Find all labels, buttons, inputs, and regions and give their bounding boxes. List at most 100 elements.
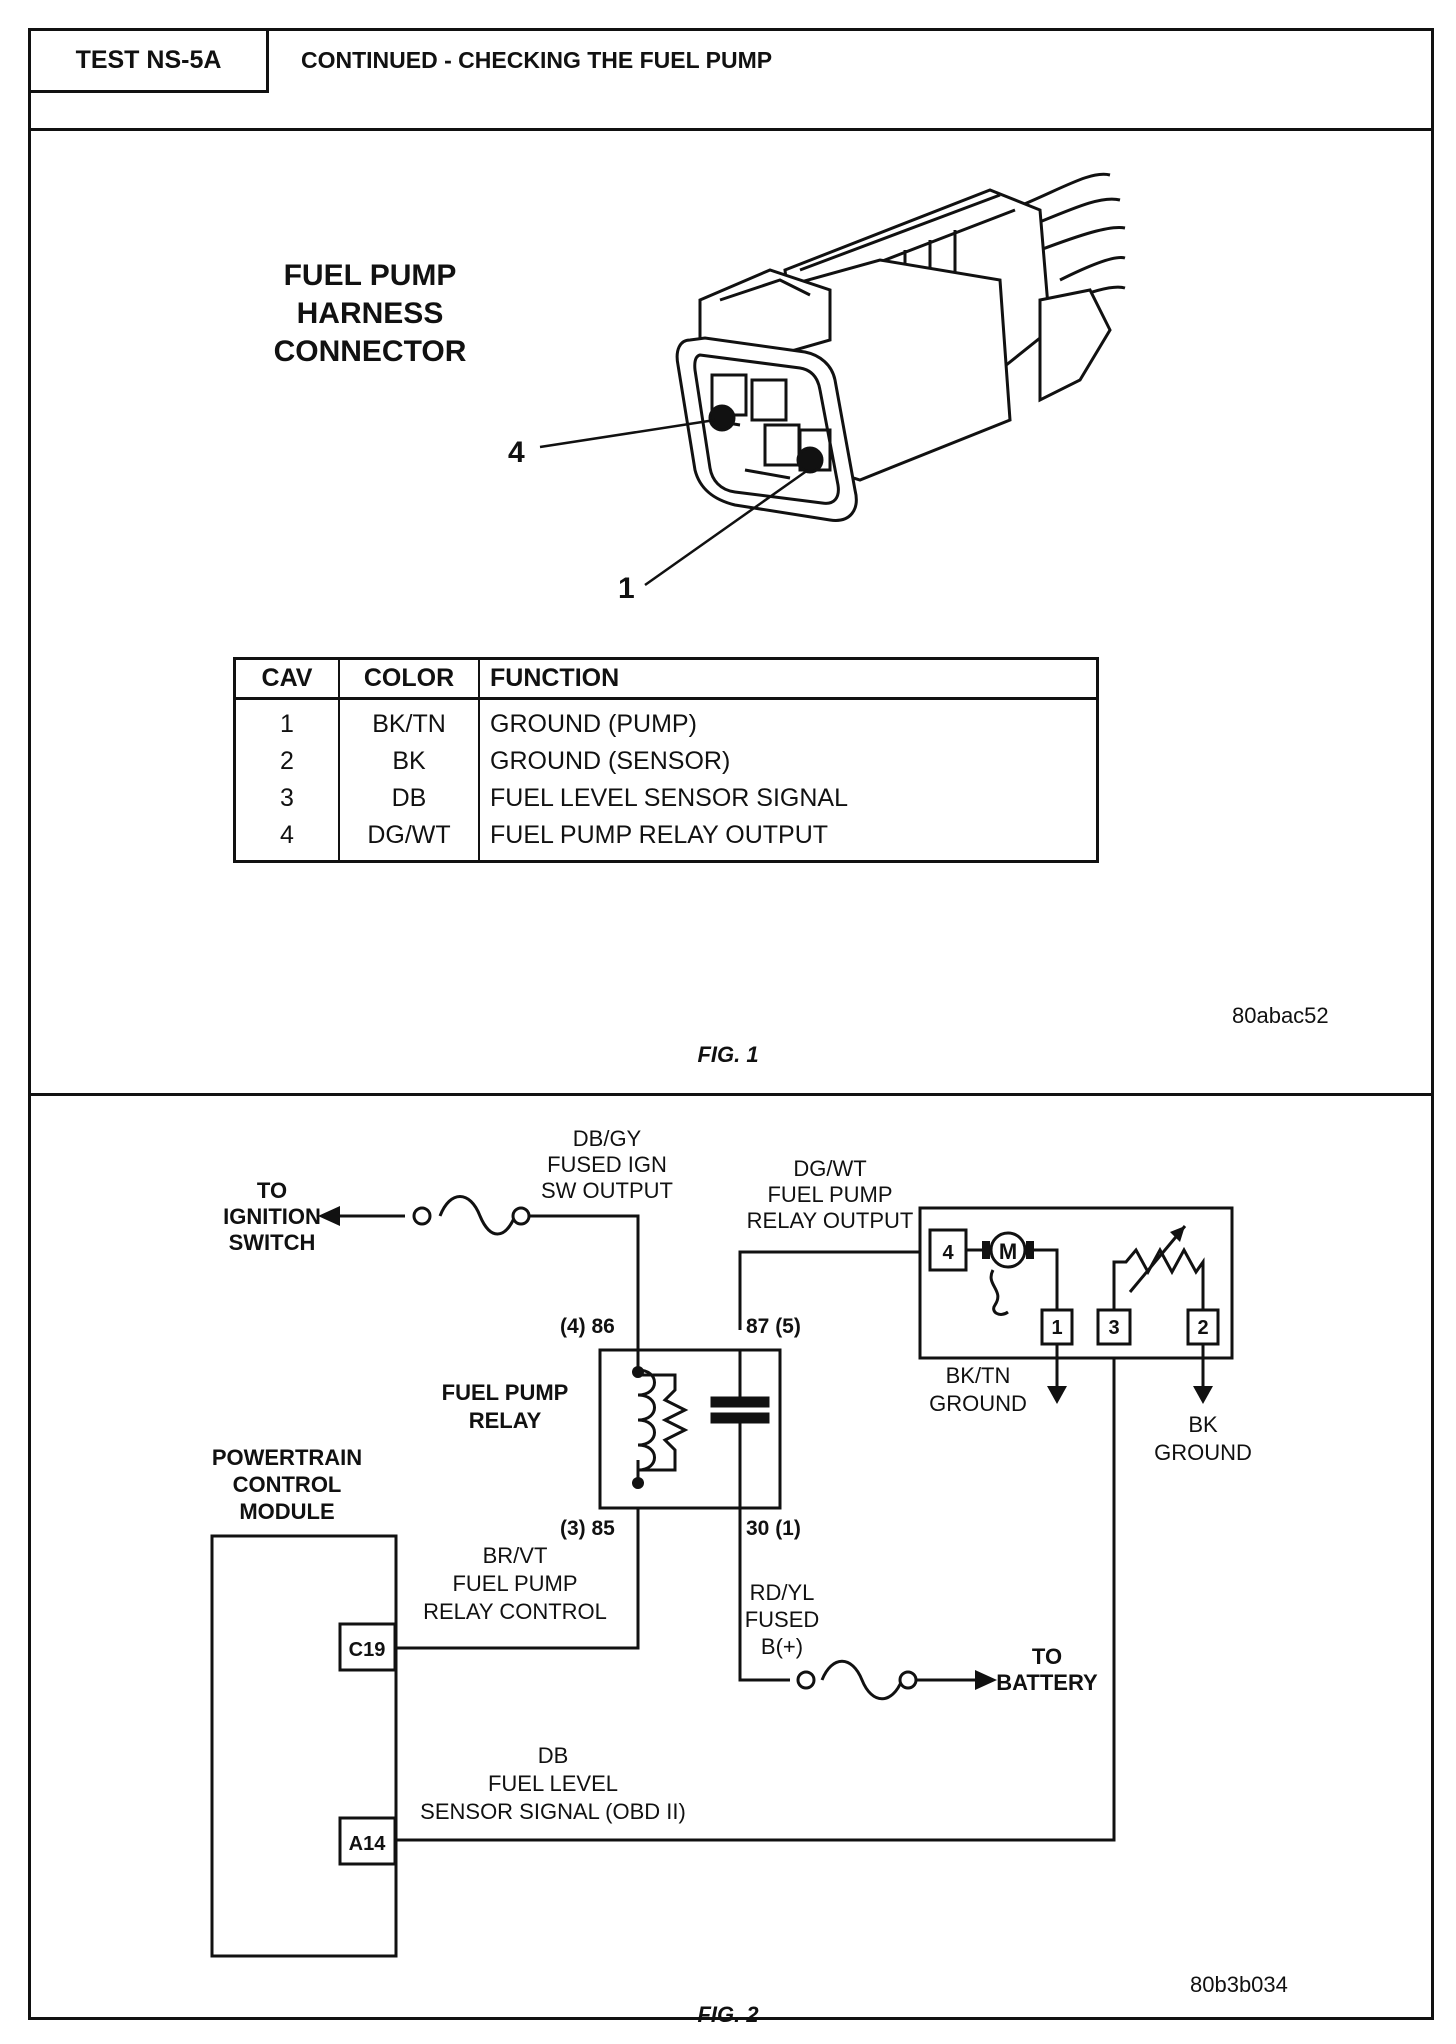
svg-text:BK: BK: [1188, 1412, 1218, 1437]
callout-1: 1: [618, 572, 635, 605]
col-header-color: COLOR: [339, 658, 480, 700]
cell-cav: 3: [234, 780, 340, 817]
pump-pin-3: 3: [1108, 1317, 1119, 1339]
svg-text:RELAY: RELAY: [469, 1408, 542, 1433]
wires: [340, 1195, 1116, 1842]
svg-text:RELAY CONTROL: RELAY CONTROL: [423, 1599, 607, 1624]
table-row: 1 BK/TN GROUND (PUMP): [234, 698, 1098, 743]
figure-divider: [31, 1093, 1431, 1096]
fig2-caption: FIG. 2: [697, 2002, 759, 2027]
wire-dgwt-label: DG/WT FUEL PUMP RELAY OUTPUT: [747, 1156, 914, 1233]
table-row: 4 DG/WT FUEL PUMP RELAY OUTPUT: [234, 817, 1098, 862]
pump-pin-2-box: [1186, 1308, 1220, 1346]
relay-box: [598, 1348, 782, 1510]
fig1-caption: FIG. 1: [697, 1042, 758, 1067]
cell-color: BK/TN: [339, 698, 480, 743]
svg-text:GROUND: GROUND: [1154, 1440, 1252, 1465]
col-header-function: FUNCTION: [479, 658, 1098, 700]
svg-text:DG/WT: DG/WT: [793, 1156, 866, 1181]
cell-function: GROUND (PUMP): [490, 710, 697, 738]
wire-db-label: DB FUEL LEVEL SENSOR SIGNAL (OBD II): [420, 1743, 686, 1824]
motor-icon: [989, 1231, 1027, 1269]
fig2-code: 80b3b034: [1190, 1972, 1288, 1997]
wire-rdyl-label: RD/YL FUSED B(+): [745, 1580, 820, 1659]
pump-pin-1: 1: [1051, 1317, 1062, 1339]
svg-text:TO: TO: [257, 1178, 287, 1203]
test-id: TEST NS-5A: [31, 31, 269, 93]
page-frame: TEST NS-5A CONTINUED - CHECKING THE FUEL…: [28, 28, 1434, 2020]
svg-text:BATTERY: BATTERY: [996, 1670, 1098, 1695]
wire-dbgy-label: DB/GY FUSED IGN SW OUTPUT: [541, 1126, 673, 1203]
svg-text:TO: TO: [1032, 1644, 1062, 1669]
arrow-to-battery: [975, 1670, 997, 1690]
fuse-battery: [796, 1670, 918, 1690]
svg-text:FUEL PUMP: FUEL PUMP: [767, 1182, 892, 1207]
pin-85: (3) 85: [560, 1517, 615, 1540]
table-row: 3 DB FUEL LEVEL SENSOR SIGNAL: [234, 780, 1098, 817]
header-title: CONTINUED - CHECKING THE FUEL PUMP: [301, 47, 773, 73]
svg-text:FUSED: FUSED: [745, 1607, 820, 1632]
svg-text:GROUND: GROUND: [929, 1391, 1027, 1416]
cell-function: FUEL PUMP RELAY OUTPUT: [490, 821, 829, 849]
motor-brush-right: [1026, 1241, 1034, 1259]
pcm-pin-a14-box: [338, 1816, 397, 1866]
table-header-row: CAV COLOR FUNCTION: [234, 658, 1098, 700]
to-ignition-label: TO IGNITION SWITCH: [223, 1178, 321, 1255]
pin-86: (4) 86: [560, 1315, 615, 1338]
svg-text:BR/VT: BR/VT: [483, 1543, 548, 1568]
header-bar: TEST NS-5A CONTINUED - CHECKING THE FUEL…: [31, 31, 1431, 131]
svg-text:POWERTRAIN: POWERTRAIN: [212, 1445, 362, 1470]
svg-text:FUSED IGN: FUSED IGN: [547, 1152, 667, 1177]
ground-icon-bktn: [1047, 1386, 1067, 1404]
ground-bk-label: BK GROUND: [1154, 1412, 1252, 1465]
pcm-pin-c19-box: [338, 1622, 397, 1672]
table-row: 2 BK GROUND (SENSOR): [234, 743, 1098, 780]
pcm-pin-a14: A14: [349, 1833, 387, 1855]
svg-text:FUEL LEVEL: FUEL LEVEL: [488, 1771, 618, 1796]
pin-30: 30 (1): [746, 1517, 801, 1540]
svg-text:DB: DB: [538, 1743, 569, 1768]
arrow-to-ignition: [318, 1206, 340, 1226]
svg-text:DB/GY: DB/GY: [573, 1126, 642, 1151]
svg-text:FUEL PUMP: FUEL PUMP: [284, 259, 457, 292]
pump-pin-4-box: [928, 1228, 968, 1272]
svg-text:CONNECTOR: CONNECTOR: [274, 335, 467, 368]
svg-text:B(+): B(+): [761, 1634, 803, 1659]
svg-text:SW OUTPUT: SW OUTPUT: [541, 1178, 673, 1203]
svg-text:HARNESS: HARNESS: [297, 297, 444, 330]
cell-color: DB: [339, 780, 480, 817]
ground-icon-bk: [1193, 1386, 1213, 1404]
pump-pin-4: 4: [942, 1242, 954, 1264]
svg-text:SENSOR SIGNAL (OBD II): SENSOR SIGNAL (OBD II): [420, 1799, 686, 1824]
svg-text:MODULE: MODULE: [239, 1499, 334, 1524]
connector-label: FUEL PUMP HARNESS CONNECTOR: [274, 259, 467, 368]
svg-text:RELAY OUTPUT: RELAY OUTPUT: [747, 1208, 914, 1233]
pin-table: CAV COLOR FUNCTION 1 BK/TN GROUND (PUMP)…: [233, 657, 1099, 863]
cell-cav: 1: [234, 698, 340, 743]
to-battery-label: TO BATTERY: [996, 1644, 1098, 1695]
relay-node-85: [632, 1477, 644, 1489]
pump-pin-2: 2: [1197, 1317, 1208, 1339]
cell-cav: 4: [234, 817, 340, 862]
svg-text:RD/YL: RD/YL: [750, 1580, 815, 1605]
pcm-box: [210, 1534, 398, 1958]
fig1-code: 80abac52: [1232, 1003, 1329, 1028]
pin-87: 87 (5): [746, 1315, 801, 1338]
pump-internals: [966, 1225, 1205, 1316]
svg-text:FUEL PUMP: FUEL PUMP: [452, 1571, 577, 1596]
motor-brush-left: [982, 1241, 990, 1259]
svg-text:FUEL PUMP: FUEL PUMP: [442, 1380, 569, 1405]
pcm-label: POWERTRAIN CONTROL MODULE: [212, 1445, 362, 1524]
callout-leaders: [539, 418, 809, 587]
wire-brvt-label: BR/VT FUEL PUMP RELAY CONTROL: [423, 1543, 607, 1624]
pump-pin-3-box: [1096, 1308, 1132, 1346]
ground-bktn-label: BK/TN GROUND: [929, 1363, 1027, 1416]
callout-4: 4: [508, 436, 525, 469]
pump-pin-1-box: [1040, 1308, 1074, 1346]
cell-color: BK: [339, 743, 480, 780]
cell-function: GROUND (SENSOR): [490, 747, 731, 775]
cell-cav: 2: [234, 743, 340, 780]
motor-label: M: [999, 1239, 1017, 1264]
svg-text:CONTROL: CONTROL: [233, 1472, 342, 1497]
